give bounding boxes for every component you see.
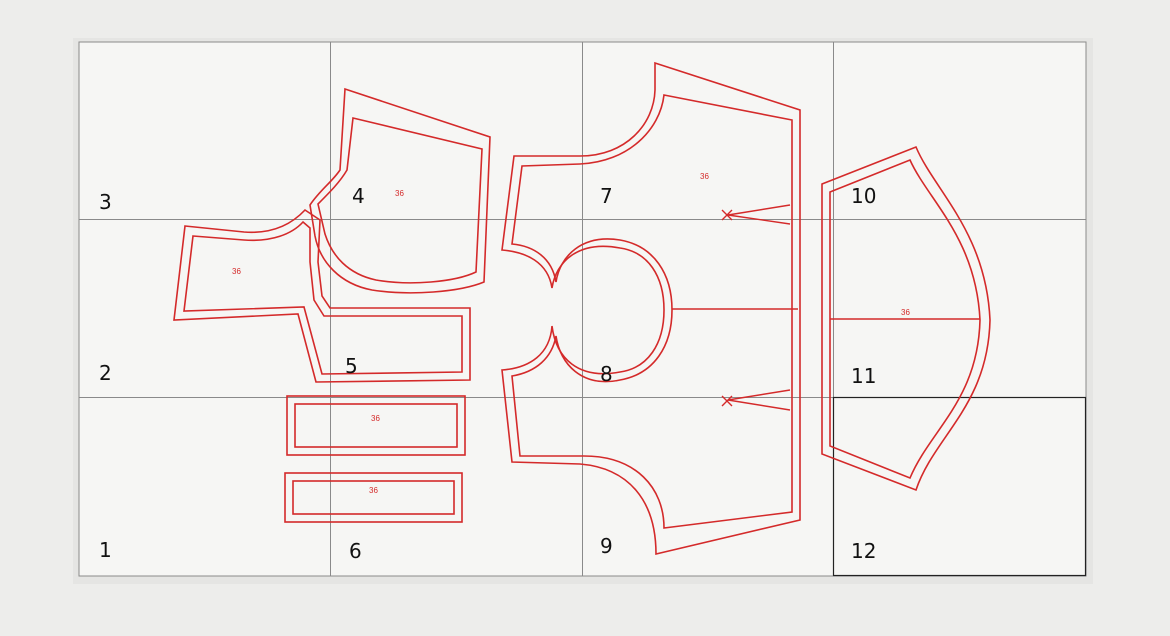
page-number-10: 10: [851, 184, 877, 208]
size-label-band-1: 36: [371, 414, 380, 423]
page-number-8: 8: [600, 362, 613, 386]
size-label-bodice: 36: [700, 172, 709, 181]
size-label-yoke: 36: [395, 189, 404, 198]
size-label-skirt: 36: [901, 308, 910, 317]
page-number-1: 1: [99, 538, 112, 562]
size-label-band-2: 36: [369, 486, 378, 495]
page-number-4: 4: [352, 184, 365, 208]
bodice-piece: [501, 61, 801, 556]
page-number-12: 12: [851, 539, 877, 563]
page-number-9: 9: [600, 534, 613, 558]
sleeve-piece: [173, 208, 471, 383]
page-grid: [78, 41, 1087, 577]
page-number-3: 3: [99, 190, 112, 214]
page-number-6: 6: [349, 539, 362, 563]
band-piece-2: [284, 472, 463, 523]
size-label-sleeve: 36: [232, 267, 241, 276]
page-number-7: 7: [600, 184, 613, 208]
page-number-11: 11: [851, 364, 877, 388]
page-number-2: 2: [99, 361, 112, 385]
skirt-piece: [821, 145, 991, 492]
page-number-5: 5: [345, 354, 358, 378]
yoke-piece: [309, 87, 491, 294]
band-piece-1: [286, 395, 466, 456]
